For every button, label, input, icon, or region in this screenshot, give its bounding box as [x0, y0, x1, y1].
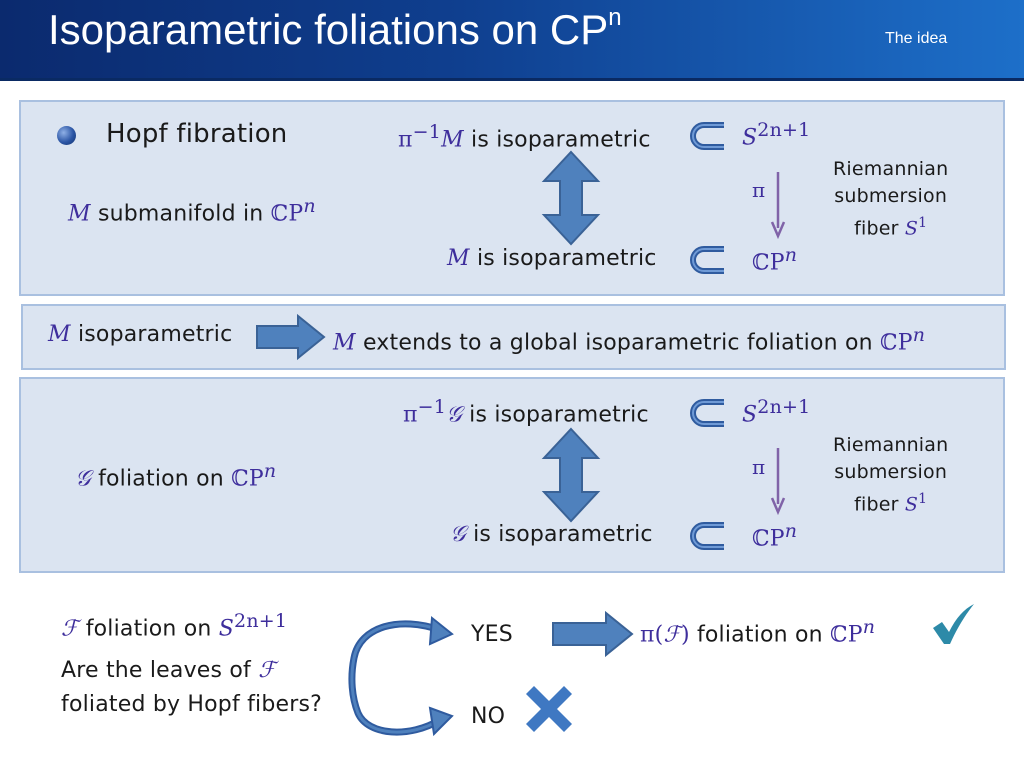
branch-arrows-icon [348, 616, 454, 737]
cpn-label: ℂPn [752, 520, 798, 552]
subset-symbol-icon [690, 246, 724, 274]
sphere-label: S2n+1 [742, 119, 811, 151]
bottom-foliation-statement: 𝒢 is isoparametric [450, 522, 653, 547]
hopf-fibration-box [19, 100, 1005, 296]
bottom-statement: M is isoparametric [447, 246, 657, 271]
submersion-note: Riemannian submersion fiber S1 [833, 158, 949, 240]
right-arrow-icon [552, 610, 634, 658]
bullet-icon [57, 126, 76, 145]
section-label: The idea [885, 30, 948, 47]
cpn-label: ℂPn [752, 244, 798, 276]
submersion-note: Riemannian submersion fiber S1 [833, 434, 949, 516]
yes-label: YES [471, 622, 513, 647]
subset-symbol-icon [690, 122, 724, 150]
subset-symbol-icon [690, 399, 724, 427]
slide-header: Isoparametric foliations on CPn The idea [0, 0, 1024, 81]
cross-icon [526, 686, 572, 732]
extension-box [21, 304, 1006, 370]
extension-conclusion: M extends to a global isoparametric foli… [333, 324, 926, 356]
double-arrow-vertical-icon [541, 150, 601, 246]
double-arrow-vertical-icon [541, 427, 601, 523]
hopf-fibration-label: Hopf fibration [106, 119, 288, 149]
preimage-statement: π−1M is isoparametric [398, 121, 651, 153]
right-arrow-icon [256, 313, 326, 361]
checkmark-icon [933, 604, 974, 644]
foliation-box [19, 377, 1005, 573]
sphere-label: S2n+1 [742, 396, 811, 428]
isoparametric-hypothesis: M isoparametric [48, 322, 233, 347]
no-label: NO [471, 704, 506, 729]
sphere-foliation-statement: ℱ foliation on S2n+1 [61, 610, 288, 642]
slide-title: Isoparametric foliations on CPn [48, 4, 622, 53]
projection-symbol: π [752, 178, 766, 202]
subset-symbol-icon [690, 522, 724, 550]
hopf-question: Are the leaves of ℱ foliated by Hopf fib… [61, 658, 323, 717]
quotient-foliation-statement: π(ℱ) foliation on ℂPn [640, 616, 876, 648]
down-arrow-icon [770, 172, 786, 240]
projection-symbol: π [752, 455, 766, 479]
foliation-statement: 𝒢 foliation on ℂPn [75, 460, 277, 492]
preimage-foliation-statement: π−1𝒢 is isoparametric [403, 396, 649, 428]
down-arrow-icon [770, 448, 786, 516]
submanifold-statement: M submanifold in ℂPn [68, 195, 316, 227]
